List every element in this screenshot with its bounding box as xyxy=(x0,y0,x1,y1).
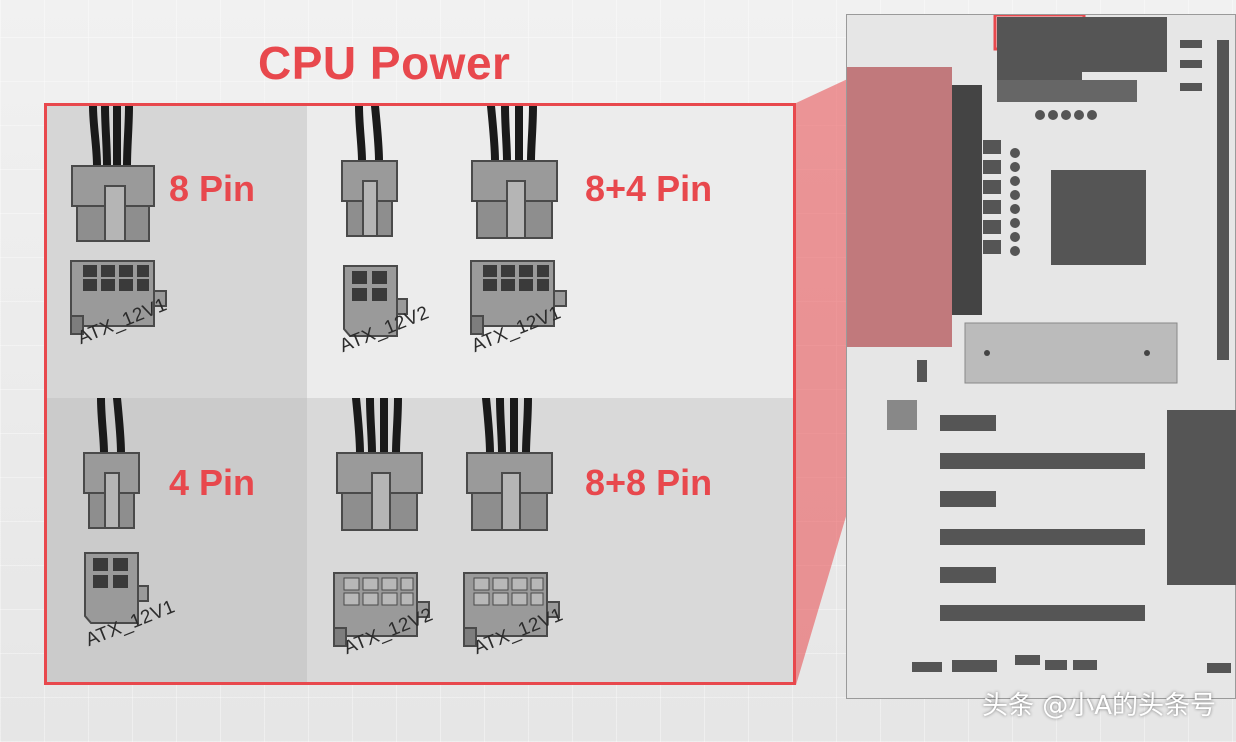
cable-8-pin-connector-d xyxy=(466,398,553,531)
label-8-plus-4-pin: 8+4 Pin xyxy=(585,168,713,209)
cell-4-pin: 4 Pin ATX_12V1 xyxy=(47,398,307,682)
label-8-pin: 8 Pin xyxy=(169,168,256,209)
cable-4-pin-connector-b xyxy=(83,398,140,529)
cable-8-pin-connector-b xyxy=(471,106,558,239)
cell-8-plus-4-pin: 8+4 Pin ATX_12V2 ATX_12V1 xyxy=(307,106,793,398)
socket-8-pin xyxy=(70,260,167,335)
watermark: 头条 @小A的头条号 xyxy=(981,691,1216,721)
socket-8-pin-d xyxy=(463,572,560,647)
motherboard-graphic xyxy=(842,13,1236,673)
socket-4-pin-b xyxy=(84,552,149,624)
cell-8-pin: 8 Pin ATX_12V1 xyxy=(47,106,307,398)
cable-4-pin-connector xyxy=(341,106,398,237)
connector-panel: 8 Pin ATX_12V1 xyxy=(44,103,796,685)
cell-8-plus-8-pin: 8+8 Pin ATX_12V2 ATX_12V1 xyxy=(307,398,793,682)
label-4-pin: 4 Pin xyxy=(169,462,256,503)
socket-4-pin xyxy=(343,265,408,337)
cable-8-pin-connector xyxy=(71,106,155,242)
socket-8-pin-c xyxy=(333,572,430,647)
motherboard xyxy=(842,13,1236,699)
page-title: CPU Power xyxy=(258,37,511,89)
socket-8-pin-b xyxy=(470,260,567,335)
label-8-plus-8-pin: 8+8 Pin xyxy=(585,462,713,503)
cable-8-pin-connector-c xyxy=(336,398,423,531)
